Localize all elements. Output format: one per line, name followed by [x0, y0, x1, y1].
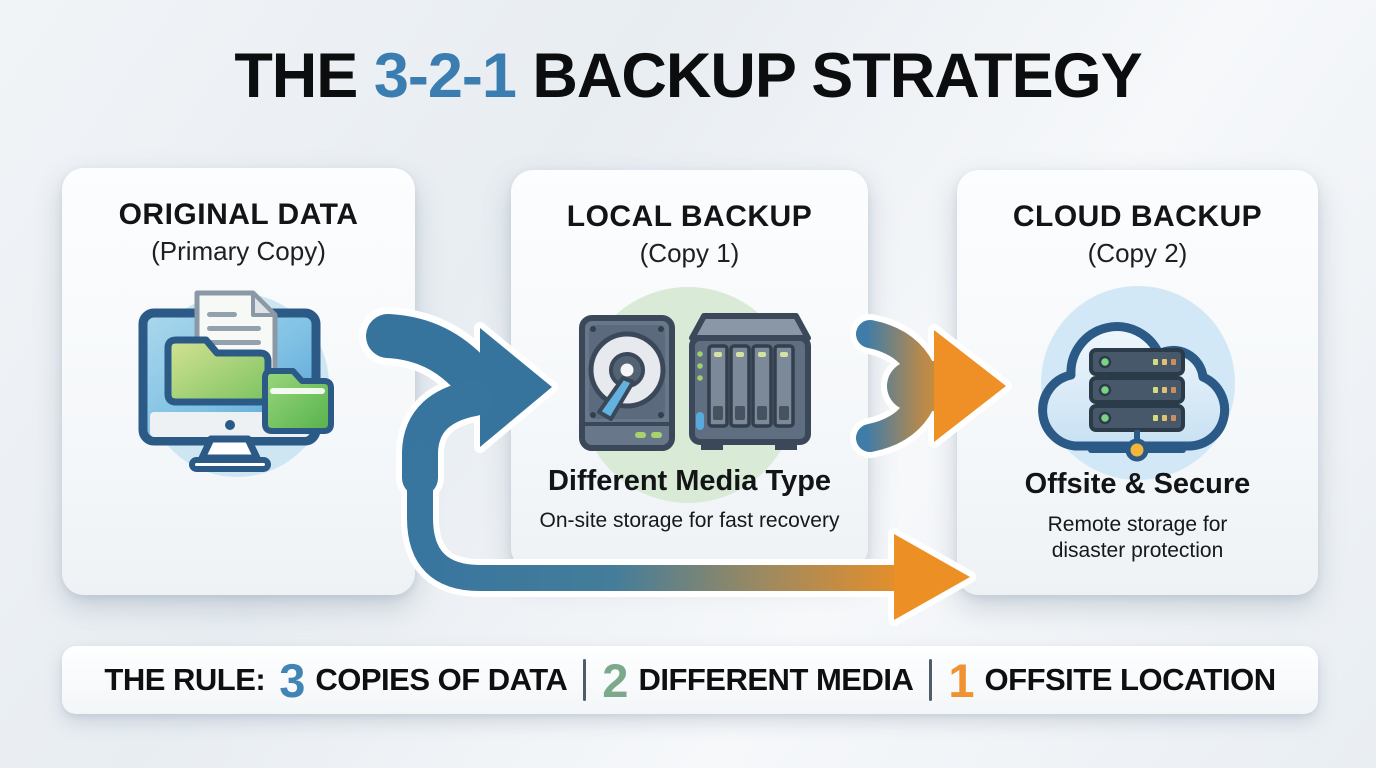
- cloud-servers-icon: [1038, 322, 1230, 462]
- card-local-caption: Different Media Type: [547, 465, 832, 497]
- card-local-subheading: (Copy 1): [639, 238, 740, 268]
- card-original-data: ORIGINAL DATA (Primary Copy): [62, 168, 415, 595]
- rule-number-2: 2: [602, 653, 629, 707]
- arrow-local-to-cloud: [856, 320, 965, 452]
- card-local-backup: LOCAL BACKUP (Copy 1): [511, 170, 868, 570]
- card-cloud-backup: CLOUD BACKUP (Copy 2) Offsite & Sec: [957, 170, 1318, 595]
- card-cloud-description: Remote storage for disaster protection: [1047, 513, 1228, 563]
- rule-number-3: 3: [279, 653, 306, 707]
- rule-divider-1: [583, 659, 587, 701]
- rule-text-offsite: OFFSITE LOCATION: [984, 662, 1277, 697]
- rule-divider-2: [929, 659, 933, 701]
- card-cloud-subheading: (Copy 2): [1087, 238, 1188, 268]
- rule-text-media: DIFFERENT MEDIA: [638, 662, 914, 697]
- card-original-subheading: (Primary Copy): [151, 236, 326, 266]
- hdd-glyph: [579, 315, 675, 451]
- server-stack-glyph: [1088, 348, 1186, 462]
- title-suffix: BACKUP STRATEGY: [515, 41, 1142, 111]
- title-prefix: THE: [234, 41, 374, 111]
- rule-text-copies: COPIES OF DATA: [315, 662, 568, 697]
- folder-glyph-left: [164, 336, 272, 406]
- rule-label: THE RULE:: [104, 662, 266, 697]
- rule-number-1: 1: [948, 653, 975, 707]
- rule-bar: THE RULE: 3 COPIES OF DATA 2 DIFFERENT M…: [62, 646, 1318, 714]
- hard-drive-and-nas-icon: [579, 313, 811, 451]
- card-cloud-heading: CLOUD BACKUP: [1012, 200, 1263, 233]
- card-local-description: On-site storage for fast recovery: [539, 509, 840, 532]
- card-cloud-caption: Offsite & Secure: [1024, 468, 1251, 500]
- card-original-heading: ORIGINAL DATA: [118, 198, 359, 231]
- nas-glyph: [689, 313, 811, 450]
- computer-with-files-icon: [138, 290, 334, 472]
- nas-drive-bays: [707, 344, 795, 428]
- title-321-highlight: 3-2-1: [373, 41, 517, 111]
- card-local-heading: LOCAL BACKUP: [566, 200, 813, 233]
- page-title: THE 3-2-1 BACKUP STRATEGY: [0, 40, 1376, 112]
- folder-glyph-right: [262, 368, 334, 434]
